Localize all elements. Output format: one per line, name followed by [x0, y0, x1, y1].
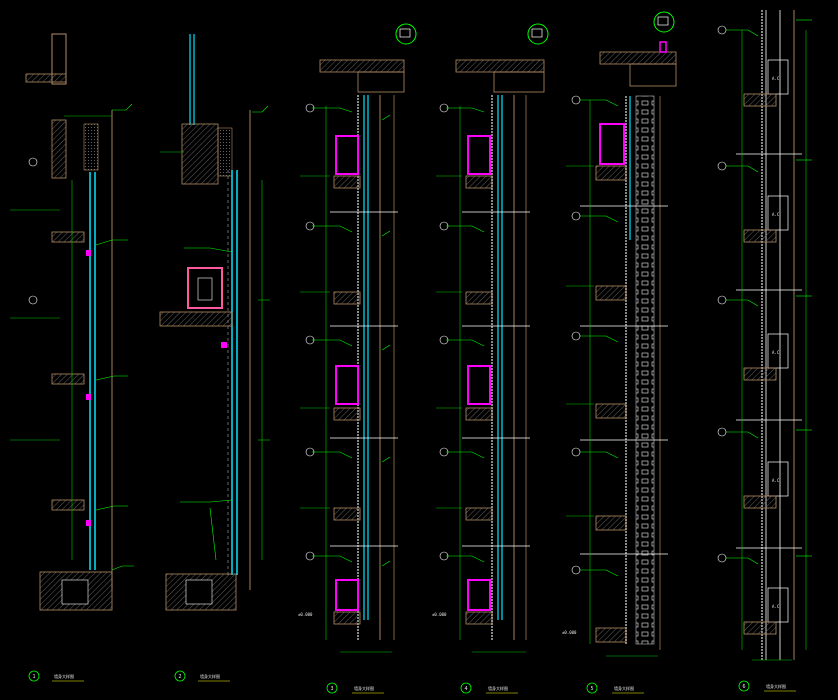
- marker-3: 3: [326, 682, 338, 694]
- detail-bubble-mark-5: [657, 16, 669, 26]
- parapet-5: [629, 63, 677, 87]
- level-mark-4: ±0.000: [432, 612, 447, 617]
- upper-wall-block-2: [181, 123, 219, 185]
- wall-section-1: 1 墙身大样图: [10, 33, 134, 682]
- accent-anchor-2: [221, 342, 227, 348]
- dimension-lines-1: [10, 115, 112, 560]
- section-label-6: 墙身大样图: [766, 683, 786, 689]
- wall-section-4: ±0.000 4 墙身大样图: [432, 23, 549, 694]
- louver-panel-5: [635, 95, 655, 645]
- section-marker-1: 1: [32, 674, 35, 680]
- window-inner-2: [197, 277, 213, 301]
- detail-bubble-3: [395, 23, 417, 45]
- coping-accent-5: [659, 41, 667, 53]
- leaders-6: [726, 19, 812, 565]
- base-void-1: [61, 579, 89, 605]
- floor-bays-5: [580, 123, 668, 643]
- section-label-3: 墙身大样图: [354, 685, 374, 691]
- section-marker-6: 6: [742, 684, 745, 690]
- parapet-4: [493, 71, 545, 93]
- detail-bubble-4: [527, 23, 549, 45]
- wall-section-6: A.C A.C A.C A.C A.C: [717, 10, 812, 692]
- base-void-2: [185, 579, 213, 605]
- callout-circles-5: [571, 95, 581, 575]
- svg-text:A.C: A.C: [772, 212, 780, 217]
- section-label-4: 墙身大样图: [488, 685, 508, 691]
- dimension-lines-4: [436, 106, 526, 653]
- floor-bays-3: [330, 135, 398, 625]
- callout-circles-4: [439, 103, 449, 561]
- floor-bays-4: [462, 135, 530, 625]
- marker-4: 4: [460, 682, 472, 694]
- svg-text:A.C: A.C: [772, 350, 780, 355]
- section-marker-2: 2: [178, 674, 181, 680]
- insulation-block-1: [83, 123, 99, 171]
- grid-lines-6: [736, 153, 802, 549]
- detail-bubble-mark-3: [399, 28, 411, 38]
- marker-1: 1: [28, 670, 40, 682]
- leaders-5: [580, 99, 619, 577]
- section-marker-5: 5: [590, 686, 593, 692]
- detail-bubble-mark-4: [531, 28, 543, 38]
- svg-text:A.C: A.C: [772, 604, 780, 609]
- dimension-lines-5: [566, 100, 658, 657]
- ac-labels-6: A.C A.C A.C A.C A.C: [772, 76, 780, 609]
- callout-circles-3: [305, 103, 315, 561]
- wall-section-3: ±0.000 3 墙身大样图: [298, 23, 417, 694]
- roof-slab-5: [599, 51, 677, 65]
- insulation-block-2: [217, 127, 233, 177]
- svg-text:A.C: A.C: [772, 76, 780, 81]
- section-marker-3: 3: [330, 686, 333, 692]
- parapet-3: [357, 71, 405, 93]
- level-mark-5: ±0.000: [562, 630, 577, 635]
- marker-2: 2: [174, 670, 186, 682]
- marker-5: 5: [586, 682, 598, 694]
- floor-slab-2: [159, 311, 233, 327]
- marker-6: 6: [738, 680, 750, 692]
- wall-section-2: 2 墙身大样图: [159, 34, 270, 682]
- ac-units-6: [767, 59, 789, 623]
- roof-slab-1: [25, 73, 67, 83]
- floor-slabs-6: [743, 93, 777, 635]
- leaders-4: [446, 107, 485, 563]
- callout-circles-1: [28, 157, 38, 305]
- section-label-2: 墙身大样图: [200, 673, 220, 679]
- floor-slabs-1: [51, 231, 85, 511]
- svg-text:A.C: A.C: [772, 478, 780, 483]
- detail-bubble-5: [653, 11, 675, 33]
- section-label-1: 墙身大样图: [54, 673, 74, 679]
- dimension-lines-3: [300, 106, 392, 653]
- window-frame-2: [187, 267, 223, 309]
- leaders-2: [180, 105, 269, 561]
- roof-slab-4: [455, 59, 545, 73]
- callout-circles-6: [717, 25, 727, 563]
- dimension-lines-2: [160, 151, 270, 560]
- parapet-wall-1: [51, 33, 67, 85]
- leaders-1: [95, 103, 134, 571]
- accent-anchors-1: [86, 250, 91, 526]
- level-mark-3: ±0.000: [298, 612, 313, 617]
- section-label-5: 墙身大样图: [614, 685, 634, 691]
- leaders-3: [312, 107, 391, 567]
- roof-slab-3: [319, 59, 405, 73]
- upper-wall-block-1: [51, 119, 67, 179]
- section-marker-4: 4: [464, 686, 467, 692]
- dimension-lines-6: [741, 30, 807, 661]
- wall-section-5: ±0.000 5 墙身大样图: [562, 11, 677, 694]
